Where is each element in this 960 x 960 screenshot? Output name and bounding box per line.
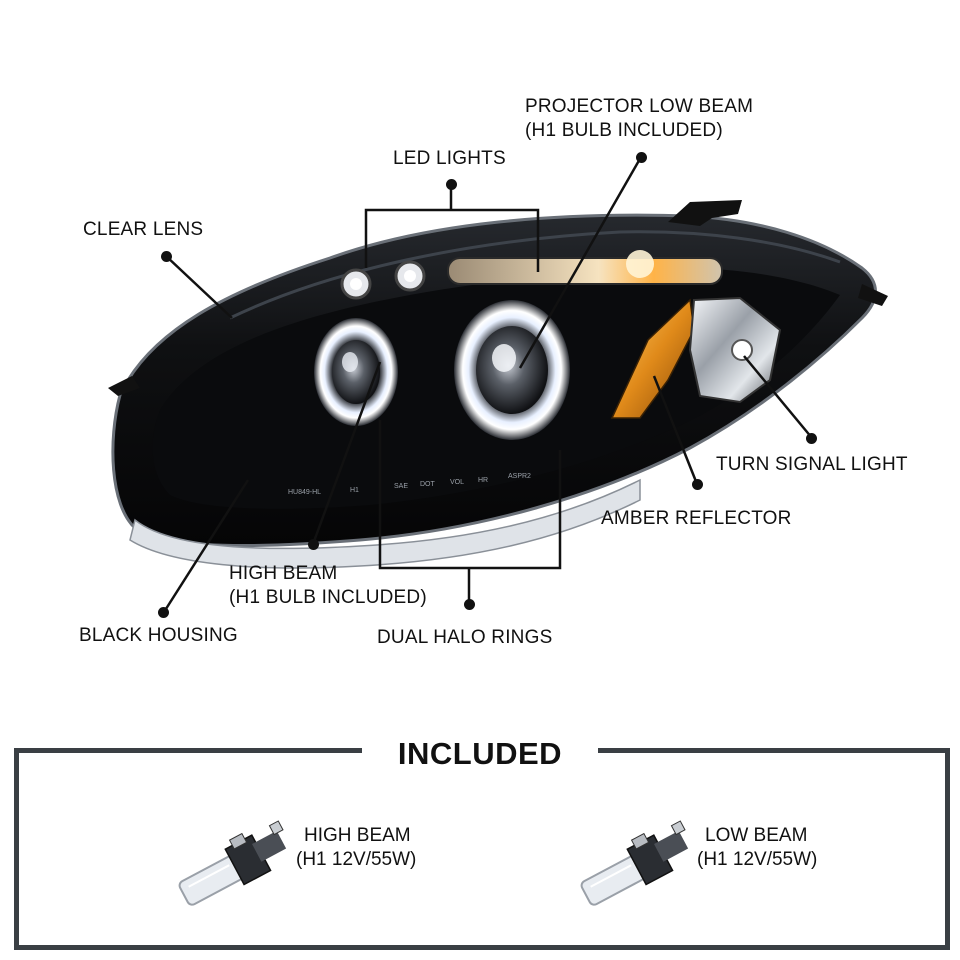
dot-clear-lens — [161, 251, 172, 262]
dot-dual-halo — [464, 599, 475, 610]
dot-projector-low-beam — [636, 152, 647, 163]
dot-high-beam — [308, 539, 319, 550]
led-light-bar — [447, 257, 723, 285]
dot-black-housing — [158, 607, 169, 618]
label-projector-low-beam-sub: (H1 BULB INCLUDED) — [525, 120, 723, 141]
label-amber-reflector: AMBER REFLECTOR — [601, 508, 792, 529]
label-high-beam-sub: (H1 BULB INCLUDED) — [229, 587, 427, 608]
housing-print: HU849-HL H1 SAE DOT VOL HR ASPR2 — [288, 473, 531, 496]
dot-amber-reflector — [692, 479, 703, 490]
h1-bulb-icon — [178, 820, 287, 906]
label-high-beam: HIGH BEAM — [229, 563, 338, 584]
included-item-2-name: LOW BEAM — [705, 825, 808, 846]
label-clear-lens: CLEAR LENS — [83, 219, 204, 240]
h1-bulb-icon — [580, 820, 689, 906]
headlight-illustration: HU849-HL H1 SAE DOT VOL HR ASPR2 — [108, 156, 888, 613]
included-item-1-name: HIGH BEAM — [304, 825, 411, 846]
code-aspr2: ASPR2 — [508, 473, 531, 480]
included-item-2-spec: (H1 12V/55W) — [697, 849, 818, 870]
dot-led-lights — [446, 179, 457, 190]
included-item-1-spec: (H1 12V/55W) — [296, 849, 417, 870]
code-vol: VOL — [450, 479, 464, 486]
code-sae: SAE — [394, 483, 408, 490]
code-dot: DOT — [420, 481, 436, 488]
label-turn-signal-light: TURN SIGNAL LIGHT — [716, 454, 908, 475]
code-h1: H1 — [350, 487, 359, 494]
included-title: INCLUDED — [362, 734, 598, 774]
dot-turn-signal — [806, 433, 817, 444]
label-dual-halo-rings: DUAL HALO RINGS — [377, 627, 553, 648]
label-projector-low-beam: PROJECTOR LOW BEAM — [525, 96, 754, 117]
label-black-housing: BLACK HOUSING — [79, 625, 238, 646]
part-number: HU849-HL — [288, 489, 321, 496]
label-led-lights: LED LIGHTS — [393, 148, 506, 169]
code-hr: HR — [478, 477, 488, 484]
